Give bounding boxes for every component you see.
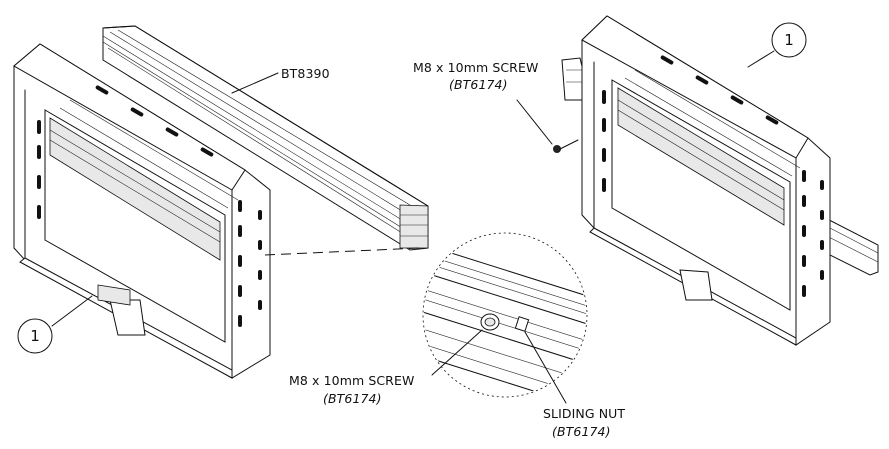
- callout-number-left: 1: [30, 327, 40, 345]
- leader-detail-screw: [431, 329, 483, 376]
- label-bt8390: BT8390: [281, 66, 330, 81]
- leader-callout-right: [747, 50, 775, 68]
- frame-right: [561, 15, 879, 346]
- top-screw: [553, 139, 579, 153]
- leader-bt8390: [231, 72, 279, 94]
- label-top-screw-part: (BT6174): [449, 77, 508, 92]
- leader-sliding-nut: [524, 331, 567, 404]
- callout-circle-right: [771, 22, 807, 58]
- label-top-screw: M8 x 10mm SCREW: [413, 60, 539, 75]
- leader-top-screw: [516, 99, 553, 145]
- callout-number-right: 1: [784, 31, 794, 49]
- guide-line-left: [264, 247, 421, 256]
- label-detail-screw-part: (BT6174): [323, 391, 382, 406]
- rail-bt8390: [102, 25, 429, 251]
- frame-left: [13, 43, 271, 379]
- label-sliding-nut-part: (BT6174): [552, 424, 611, 439]
- label-sliding-nut: SLIDING NUT: [543, 406, 626, 421]
- detail-view: [422, 232, 588, 398]
- leader-callout-left: [51, 295, 93, 327]
- label-detail-screw: M8 x 10mm SCREW: [289, 373, 415, 388]
- callout-circle-left: [17, 318, 53, 354]
